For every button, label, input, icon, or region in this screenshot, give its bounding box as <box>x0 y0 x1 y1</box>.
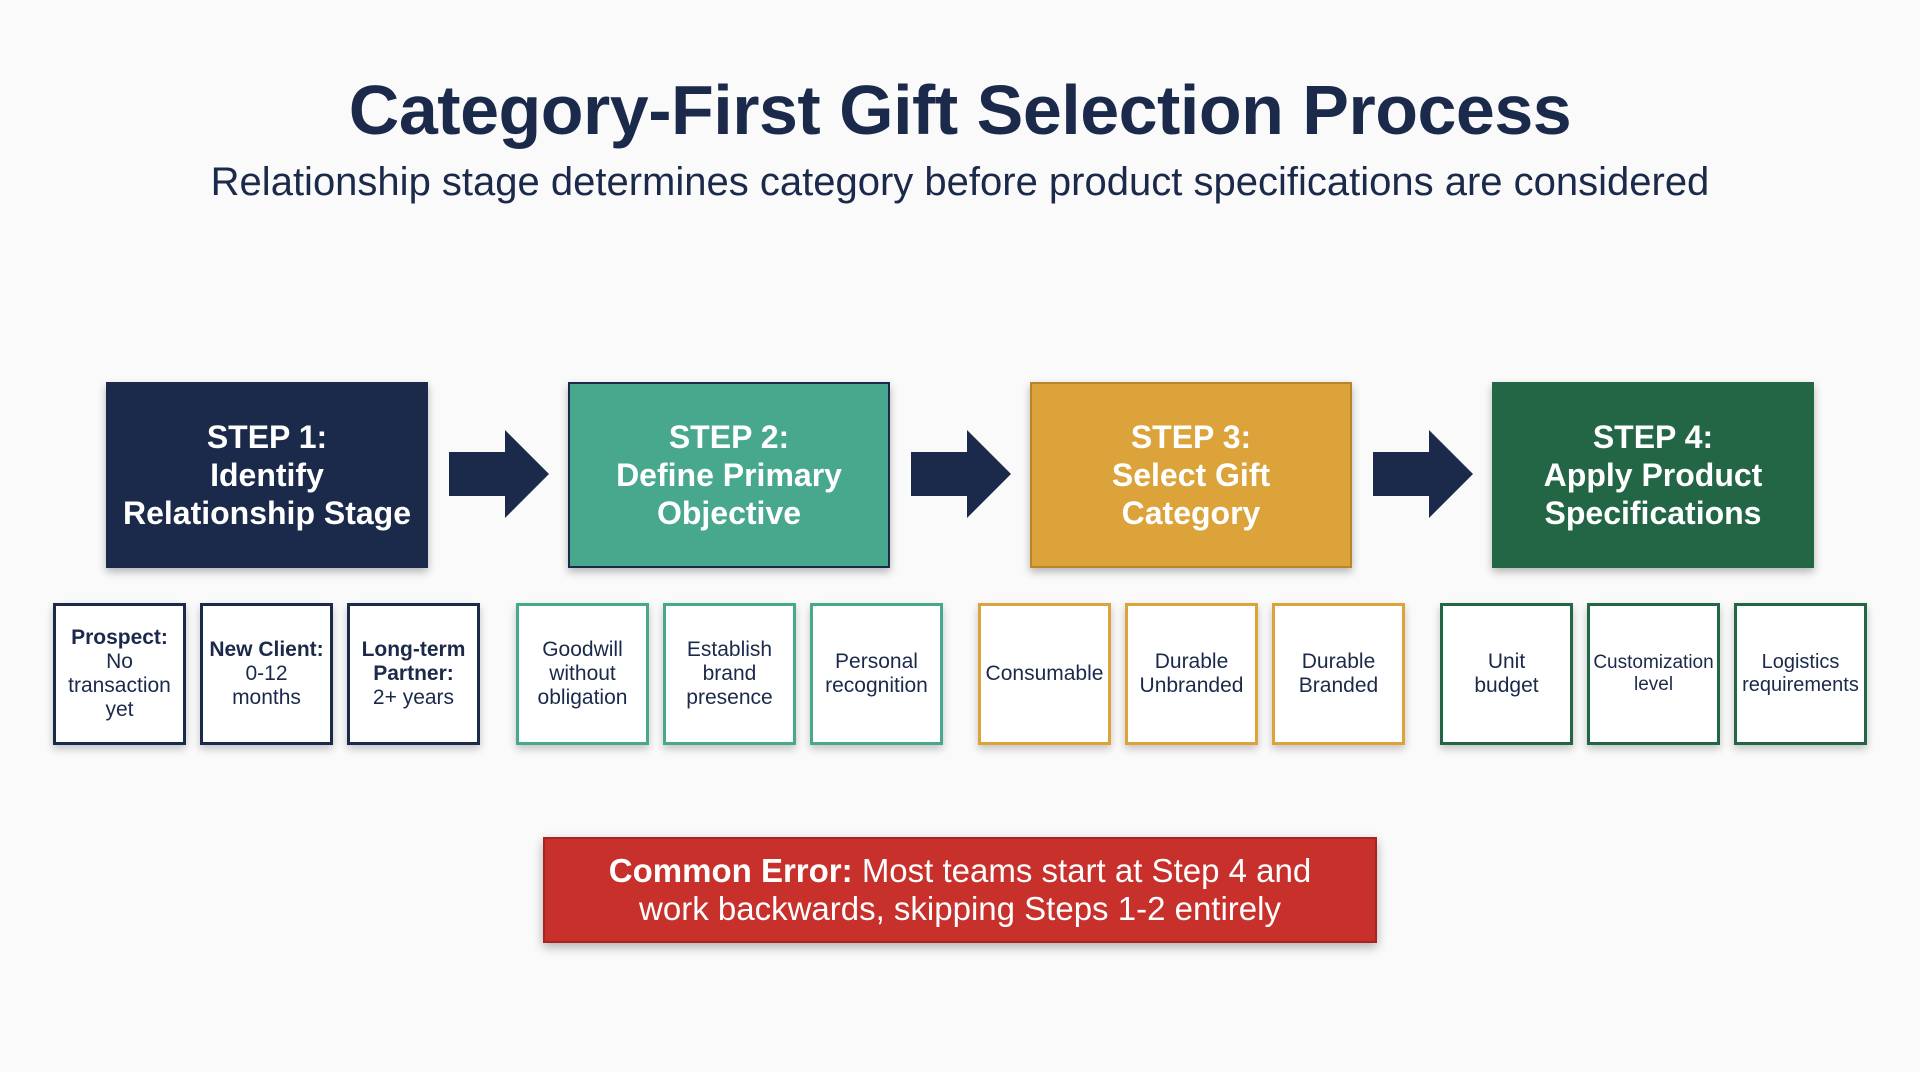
common-error-callout: Common Error: Most teams start at Step 4… <box>543 837 1377 943</box>
step-2-option-personal-recognition: Personal recognition <box>810 603 943 745</box>
error-text-2: work backwards, skipping Steps 1-2 entir… <box>639 890 1281 927</box>
option-text: budget <box>1474 674 1539 697</box>
step-2-title-line-1: Define Primary <box>616 457 842 493</box>
diagram-title: Category-First Gift Selection Process <box>348 71 1572 149</box>
arrow-3-icon <box>1373 430 1473 518</box>
step-2-title-line-2: Objective <box>656 495 802 531</box>
diagram-subtitle: Relationship stage determines category b… <box>210 160 1710 204</box>
option-text: Personal <box>835 650 918 673</box>
option-text: Unit <box>1487 650 1526 673</box>
option-text: 2+ years <box>372 686 455 709</box>
step-3-option-consumable: Consumable <box>978 603 1111 745</box>
option-text: Customization <box>1593 652 1714 673</box>
step-2-number: STEP 2: <box>668 419 790 455</box>
option-text: yet <box>105 698 134 721</box>
step-3-number: STEP 3: <box>1130 419 1252 455</box>
option-text: without <box>549 662 616 685</box>
step-3-box: STEP 3: Select Gift Category <box>1030 382 1352 568</box>
step-1-title-line-1: Identify <box>210 457 324 493</box>
step-4-box: STEP 4: Apply Product Specifications <box>1492 382 1814 568</box>
step-3-option-durable-unbranded: Durable Unbranded <box>1125 603 1258 745</box>
step-2-option-brand-presence: Establish brand presence <box>663 603 796 745</box>
step-2-box: STEP 2: Define Primary Objective <box>568 382 890 568</box>
step-4-number: STEP 4: <box>1592 419 1714 455</box>
error-label: Common Error: <box>608 852 853 889</box>
step-1-title-line-2: Relationship Stage <box>122 495 412 531</box>
step-1-option-long-term-partner: Long-term Partner: 2+ years <box>347 603 480 745</box>
option-text: Durable <box>1301 650 1376 673</box>
step-1-option-prospect: Prospect: No transaction yet <box>53 603 186 745</box>
step-1-number: STEP 1: <box>206 419 328 455</box>
option-label: Long-term Partner: <box>361 638 466 685</box>
option-text: 0-12 <box>245 662 288 685</box>
option-text: presence <box>686 686 773 709</box>
step-3-title-line-2: Category <box>1121 495 1261 531</box>
arrow-1-icon <box>449 430 549 518</box>
step-4-title-line-2: Specifications <box>1544 495 1762 531</box>
step-4-option-unit-budget: Unit budget <box>1440 603 1573 745</box>
option-text: transaction <box>68 674 171 697</box>
step-1-option-new-client: New Client: 0-12 months <box>200 603 333 745</box>
option-text: No <box>106 650 133 673</box>
option-text: obligation <box>537 686 628 709</box>
step-4-option-logistics-requirements: Logistics requirements <box>1734 603 1867 745</box>
option-text: Consumable <box>985 662 1104 685</box>
option-text: months <box>232 686 301 709</box>
option-text: requirements <box>1742 674 1859 696</box>
option-text: level <box>1633 674 1674 695</box>
step-4-option-customization-level: Customization level <box>1587 603 1720 745</box>
option-text: recognition <box>825 674 928 697</box>
option-label: New Client: <box>209 638 324 661</box>
option-text: Branded <box>1298 674 1379 697</box>
step-4-title-line-1: Apply Product <box>1543 457 1763 493</box>
option-text: Logistics <box>1761 651 1840 673</box>
error-line-1: Common Error: Most teams start at Step 4… <box>609 852 1311 890</box>
option-text: Unbranded <box>1139 674 1244 697</box>
step-1-box: STEP 1: Identify Relationship Stage <box>106 382 428 568</box>
error-text-1: Most teams start at Step 4 and <box>861 852 1312 889</box>
step-3-option-durable-branded: Durable Branded <box>1272 603 1405 745</box>
step-2-option-goodwill: Goodwill without obligation <box>516 603 649 745</box>
option-label: Prospect: <box>71 626 168 649</box>
option-text: Goodwill <box>542 638 623 661</box>
step-3-title-line-1: Select Gift <box>1111 457 1271 493</box>
option-text: Establish <box>686 638 773 661</box>
option-text: Durable <box>1154 650 1229 673</box>
option-text: brand <box>702 662 757 685</box>
arrow-2-icon <box>911 430 1011 518</box>
